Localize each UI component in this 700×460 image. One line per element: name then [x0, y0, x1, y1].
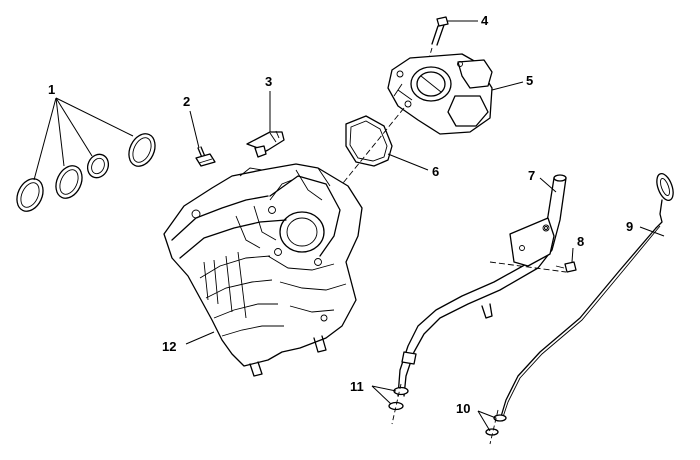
- dipstick-icon: [499, 172, 674, 421]
- port-seal-rings-icon: [16, 133, 156, 212]
- callout-7-leader: [539, 177, 557, 193]
- callout-7: 7: [528, 168, 535, 183]
- callout-3: 3: [265, 74, 272, 89]
- callout-9-leader: [639, 226, 665, 237]
- callout-10-leaders: [477, 410, 497, 432]
- callout-11-leaders: [371, 385, 397, 405]
- dipstick-tube-icon: [397, 174, 567, 397]
- callout-2-leader: [189, 110, 200, 149]
- bolt-icon: [431, 16, 449, 46]
- callout-2: 2: [183, 94, 190, 109]
- bolt-icon: [555, 261, 577, 273]
- callout-6: 6: [432, 164, 439, 179]
- callout-4: 4: [481, 13, 489, 28]
- callout-1: 1: [48, 82, 55, 97]
- centerline-7: [489, 261, 567, 273]
- callout-1-leaders: [33, 97, 134, 181]
- callout-6-leader: [387, 153, 429, 171]
- callout-9: 9: [626, 219, 633, 234]
- callout-8-leader: [571, 247, 574, 263]
- callout-8: 8: [577, 234, 584, 249]
- bolt-icon: [195, 146, 216, 167]
- callout-10: 10: [456, 401, 470, 416]
- sensor-icon: [246, 130, 285, 158]
- gasket-icon: [345, 115, 393, 167]
- callout-5: 5: [526, 73, 533, 88]
- intake-manifold-icon: [163, 163, 363, 377]
- callout-12: 12: [162, 339, 176, 354]
- o-ring-icon: [485, 409, 507, 445]
- o-ring-icon: [388, 383, 409, 425]
- callout-12-leader: [185, 331, 215, 345]
- callout-5-leader: [491, 81, 524, 91]
- throttle-body-icon: [387, 53, 493, 135]
- callout-11: 11: [350, 379, 364, 394]
